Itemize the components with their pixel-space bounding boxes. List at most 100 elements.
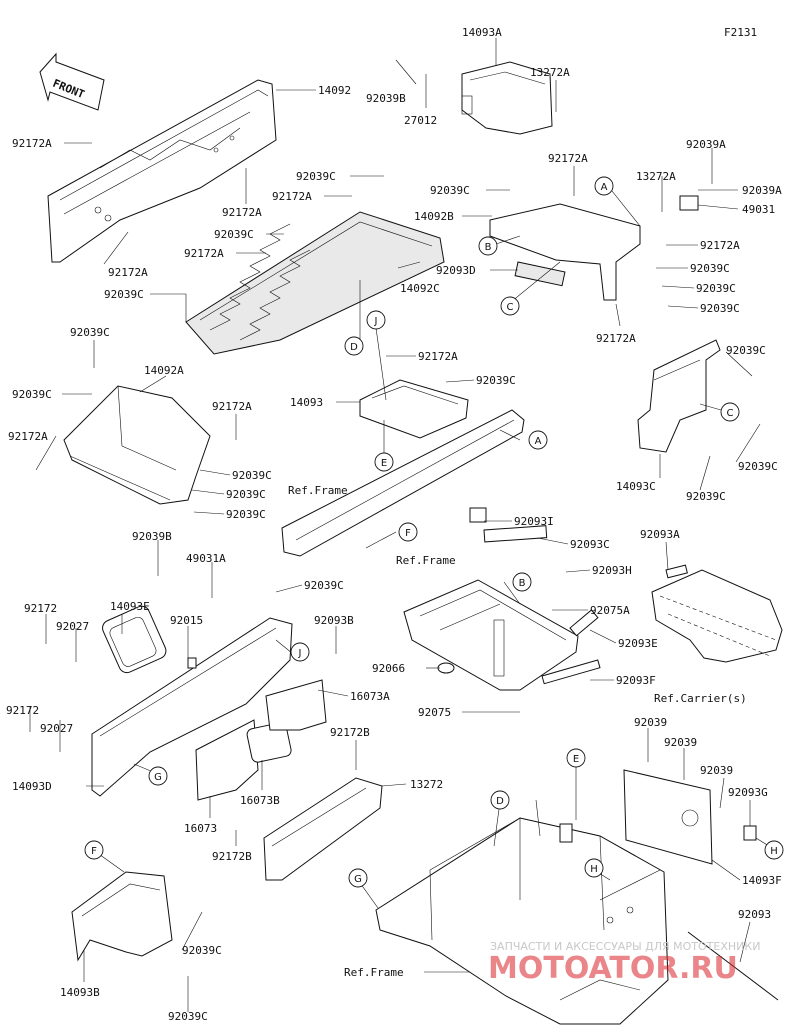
- callout-b1: B: [478, 236, 498, 256]
- label-92093H: 92093H: [592, 564, 632, 577]
- label-92172-2: 92172: [6, 704, 39, 717]
- label-92039C-12: 92039C: [226, 508, 266, 521]
- leader-lines: [29, 38, 761, 1012]
- callout-a2: A: [528, 430, 548, 450]
- label-92075A: 92075A: [590, 604, 630, 617]
- svg-text:H: H: [770, 846, 778, 857]
- callout-b2: B: [512, 572, 532, 592]
- svg-text:C: C: [727, 408, 734, 419]
- svg-text:B: B: [485, 242, 492, 253]
- label-92093E: 92093E: [618, 637, 658, 650]
- callout-c1: C: [500, 296, 520, 316]
- label-92039C-11: 92039C: [226, 488, 266, 501]
- callout-e2: E: [566, 748, 586, 768]
- svg-text:C: C: [507, 302, 514, 313]
- diagram-code: F2131: [724, 26, 757, 39]
- callout-e1: E: [374, 452, 394, 472]
- ref-frame-3: Ref.Frame: [344, 966, 404, 979]
- label-14093F: 14093F: [742, 874, 782, 887]
- callout-h1: H: [584, 858, 604, 878]
- panel-14092A: [63, 385, 211, 505]
- label-14092B: 14092B: [414, 210, 454, 223]
- label-92039B-1: 92039B: [366, 92, 406, 105]
- label-92039C-16: 92039C: [686, 490, 726, 503]
- label-92172A-2: 92172A: [222, 206, 262, 219]
- label-92172A-6: 92172A: [548, 152, 588, 165]
- label-13272A-1: 13272A: [530, 66, 570, 79]
- label-92039C-10: 92039C: [232, 469, 272, 482]
- label-14092C: 14092C: [400, 282, 440, 295]
- label-92039C-1: 92039C: [104, 288, 144, 301]
- label-92093G: 92093G: [728, 786, 768, 799]
- label-92039C-13: 92039C: [476, 374, 516, 387]
- label-92093I: 92093I: [514, 515, 554, 528]
- floor-mat-14092C: [185, 211, 445, 355]
- label-92039-2: 92039: [664, 736, 697, 749]
- panel-14092: [47, 79, 277, 263]
- callout-g1: G: [148, 766, 168, 786]
- label-92039-1: 92039: [634, 716, 667, 729]
- svg-text:J: J: [374, 316, 378, 327]
- bracket-14093A: [461, 61, 553, 135]
- label-92172B-2: 92172B: [212, 850, 252, 863]
- callout-j2: J: [290, 642, 310, 662]
- callout-d1: D: [344, 336, 364, 356]
- mid-frame: [403, 507, 601, 691]
- label-92039C-15: 92039C: [738, 460, 778, 473]
- label-14092: 14092: [318, 84, 351, 97]
- pad-16073: [195, 679, 327, 801]
- label-49031A: 49031A: [186, 552, 226, 565]
- label-16073: 16073: [184, 822, 217, 835]
- label-92039C-6: 92039C: [696, 282, 736, 295]
- label-92172A-10: 92172A: [8, 430, 48, 443]
- svg-text:E: E: [381, 458, 387, 469]
- label-92172-1: 92172: [24, 602, 57, 615]
- watermark-logo: MOTOATOR.RU: [488, 951, 738, 986]
- label-92039C-9: 92039C: [12, 388, 52, 401]
- svg-text:A: A: [601, 182, 608, 193]
- label-92172A-5: 92172A: [184, 247, 224, 260]
- svg-text:H: H: [590, 864, 598, 875]
- label-92075: 92075: [418, 706, 451, 719]
- label-14093C: 14093C: [616, 480, 656, 493]
- label-92172A-4: 92172A: [272, 190, 312, 203]
- front-arrow-icon: FRONT: [39, 52, 105, 111]
- watermark-subtitle: ЗАПЧАСТИ И АКСЕССУАРЫ ДЛЯ МОТОТЕХНИКИ: [490, 940, 760, 953]
- label-92093C: 92093C: [570, 538, 610, 551]
- svg-text:G: G: [354, 874, 362, 885]
- panel-14093D: [91, 605, 293, 797]
- callout-c2: C: [720, 402, 740, 422]
- svg-text:G: G: [154, 772, 162, 783]
- label-27012: 27012: [404, 114, 437, 127]
- label-92039C-14: 92039C: [726, 344, 766, 357]
- svg-text:E: E: [573, 754, 579, 765]
- label-92039B-2: 92039B: [132, 530, 172, 543]
- label-92093D: 92093D: [436, 264, 476, 277]
- label-16073A: 16073A: [350, 690, 390, 703]
- label-92039C-2: 92039C: [296, 170, 336, 183]
- label-92172A-9: 92172A: [212, 400, 252, 413]
- label-49031: 49031: [742, 203, 775, 216]
- label-14092A: 14092A: [144, 364, 184, 377]
- label-13272A-2: 13272A: [636, 170, 676, 183]
- panel-14093B: [71, 871, 173, 962]
- label-16073B: 16073B: [240, 794, 280, 807]
- plate-13272: [263, 777, 383, 881]
- plate-14093F: [623, 769, 757, 865]
- label-92039C-20: 92039C: [168, 1010, 208, 1023]
- callout-h2: H: [764, 840, 784, 860]
- label-92172A-8: 92172A: [596, 332, 636, 345]
- frame-rail: [281, 409, 525, 557]
- carrier-part: [651, 564, 783, 663]
- label-92066: 92066: [372, 662, 405, 675]
- callout-f1: F: [398, 522, 418, 542]
- label-92172A-1: 92172A: [12, 137, 52, 150]
- label-92015: 92015: [170, 614, 203, 627]
- label-14093D: 14093D: [12, 780, 52, 793]
- label-14093B: 14093B: [60, 986, 100, 999]
- label-92027-1: 92027: [56, 620, 89, 633]
- svg-text:J: J: [298, 648, 302, 659]
- label-92172A-7: 92172A: [700, 239, 740, 252]
- panel-14093C: [637, 339, 721, 453]
